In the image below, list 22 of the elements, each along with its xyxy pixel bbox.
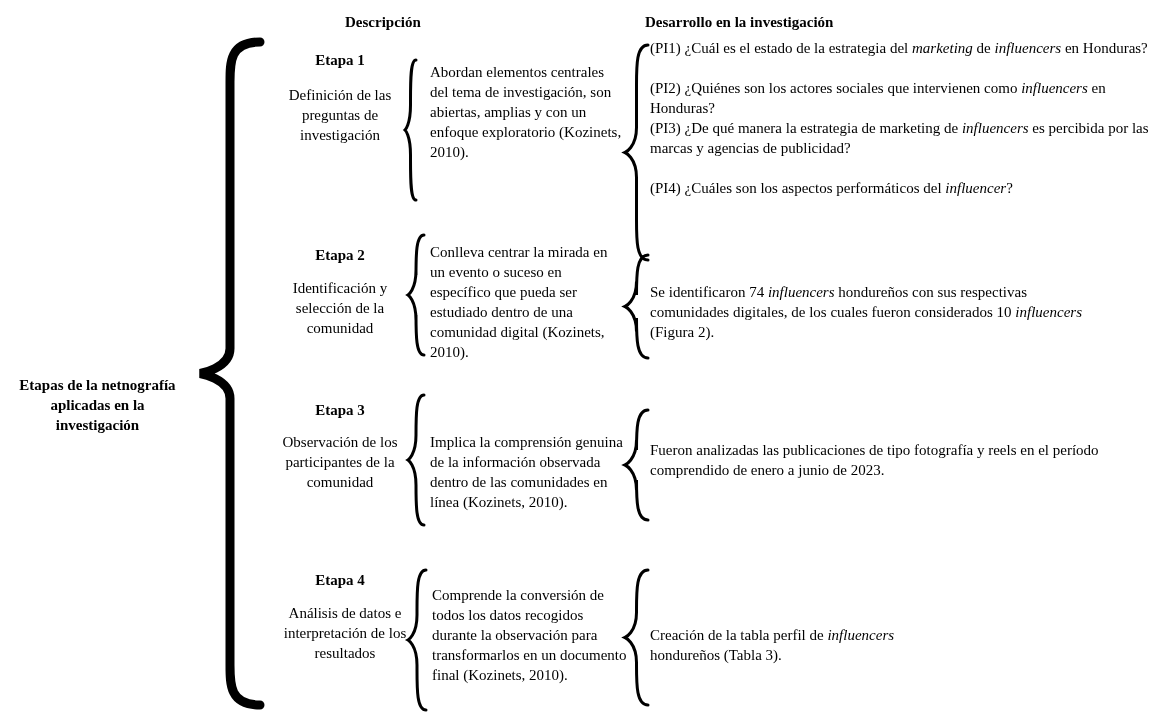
stage-heading: Etapa 1 (314, 51, 366, 70)
column-header: Descripción (345, 13, 422, 32)
research-question: (PI1) ¿Cuál es el estado de la estrategia del marketing de influencers en Honduras? (650, 39, 1149, 58)
stage-heading: Etapa 4 (314, 571, 366, 590)
stage-description: Implica la comprensión genuina de la información observada dentro de las comunidades en línea (Kozinets, 2010). (430, 433, 624, 512)
stage-name: Análisis de datos e interpretación de los resultados (282, 604, 408, 663)
stage-name: Definición de las preguntas de investigación (287, 86, 393, 145)
stage-name: Observación de los participantes de la comunidad (281, 433, 399, 492)
stage-heading: Etapa 3 (314, 401, 366, 420)
stage-heading: Etapa 2 (314, 246, 366, 265)
development-text: Creación de la tabla perfil de influencers hondureños (Tabla 3). (650, 626, 896, 665)
group-label: Etapas de la netnografía aplicadas en la investigación (18, 376, 177, 435)
research-question: (PI3) ¿De qué manera la estrategia de marketing de influencers es percibida por las marcas y agencias de publicidad? (650, 119, 1150, 158)
column-header: Desarrollo en la investigación (645, 13, 835, 32)
stage-name: Identificación y selección de la comunidad (291, 279, 389, 338)
development-text: Fueron analizadas las publicaciones de tipo fotografía y reels en el período comprendido de enero a junio de 2023. (650, 441, 1100, 480)
stage-description: Comprende la conversión de todos los datos recogidos durante la observación para transformarlos en un documento final (Kozinets, 2010). (432, 586, 627, 685)
research-question: (PI4) ¿Cuáles son los aspectos performáticos del influencer? (650, 179, 1014, 198)
stage-description: Abordan elementos centrales del tema de investigación, son abiertas, amplias y con un enfoque exploratorio (Kozinets, 2010). (430, 63, 623, 162)
research-question: (PI2) ¿Quiénes son los actores sociales que intervienen como influencers en Honduras? (650, 79, 1107, 118)
development-text: Se identificaron 74 influencers hondureños con sus respectivas comunidades digitales, de los cuales fueron considerados 10 influencers (Figura 2). (650, 283, 1083, 342)
stage-description: Conlleva centrar la mirada en un evento o suceso en específico que pueda ser estudiado dentro de una comunidad digital (Kozinets, 2010). (430, 243, 609, 362)
